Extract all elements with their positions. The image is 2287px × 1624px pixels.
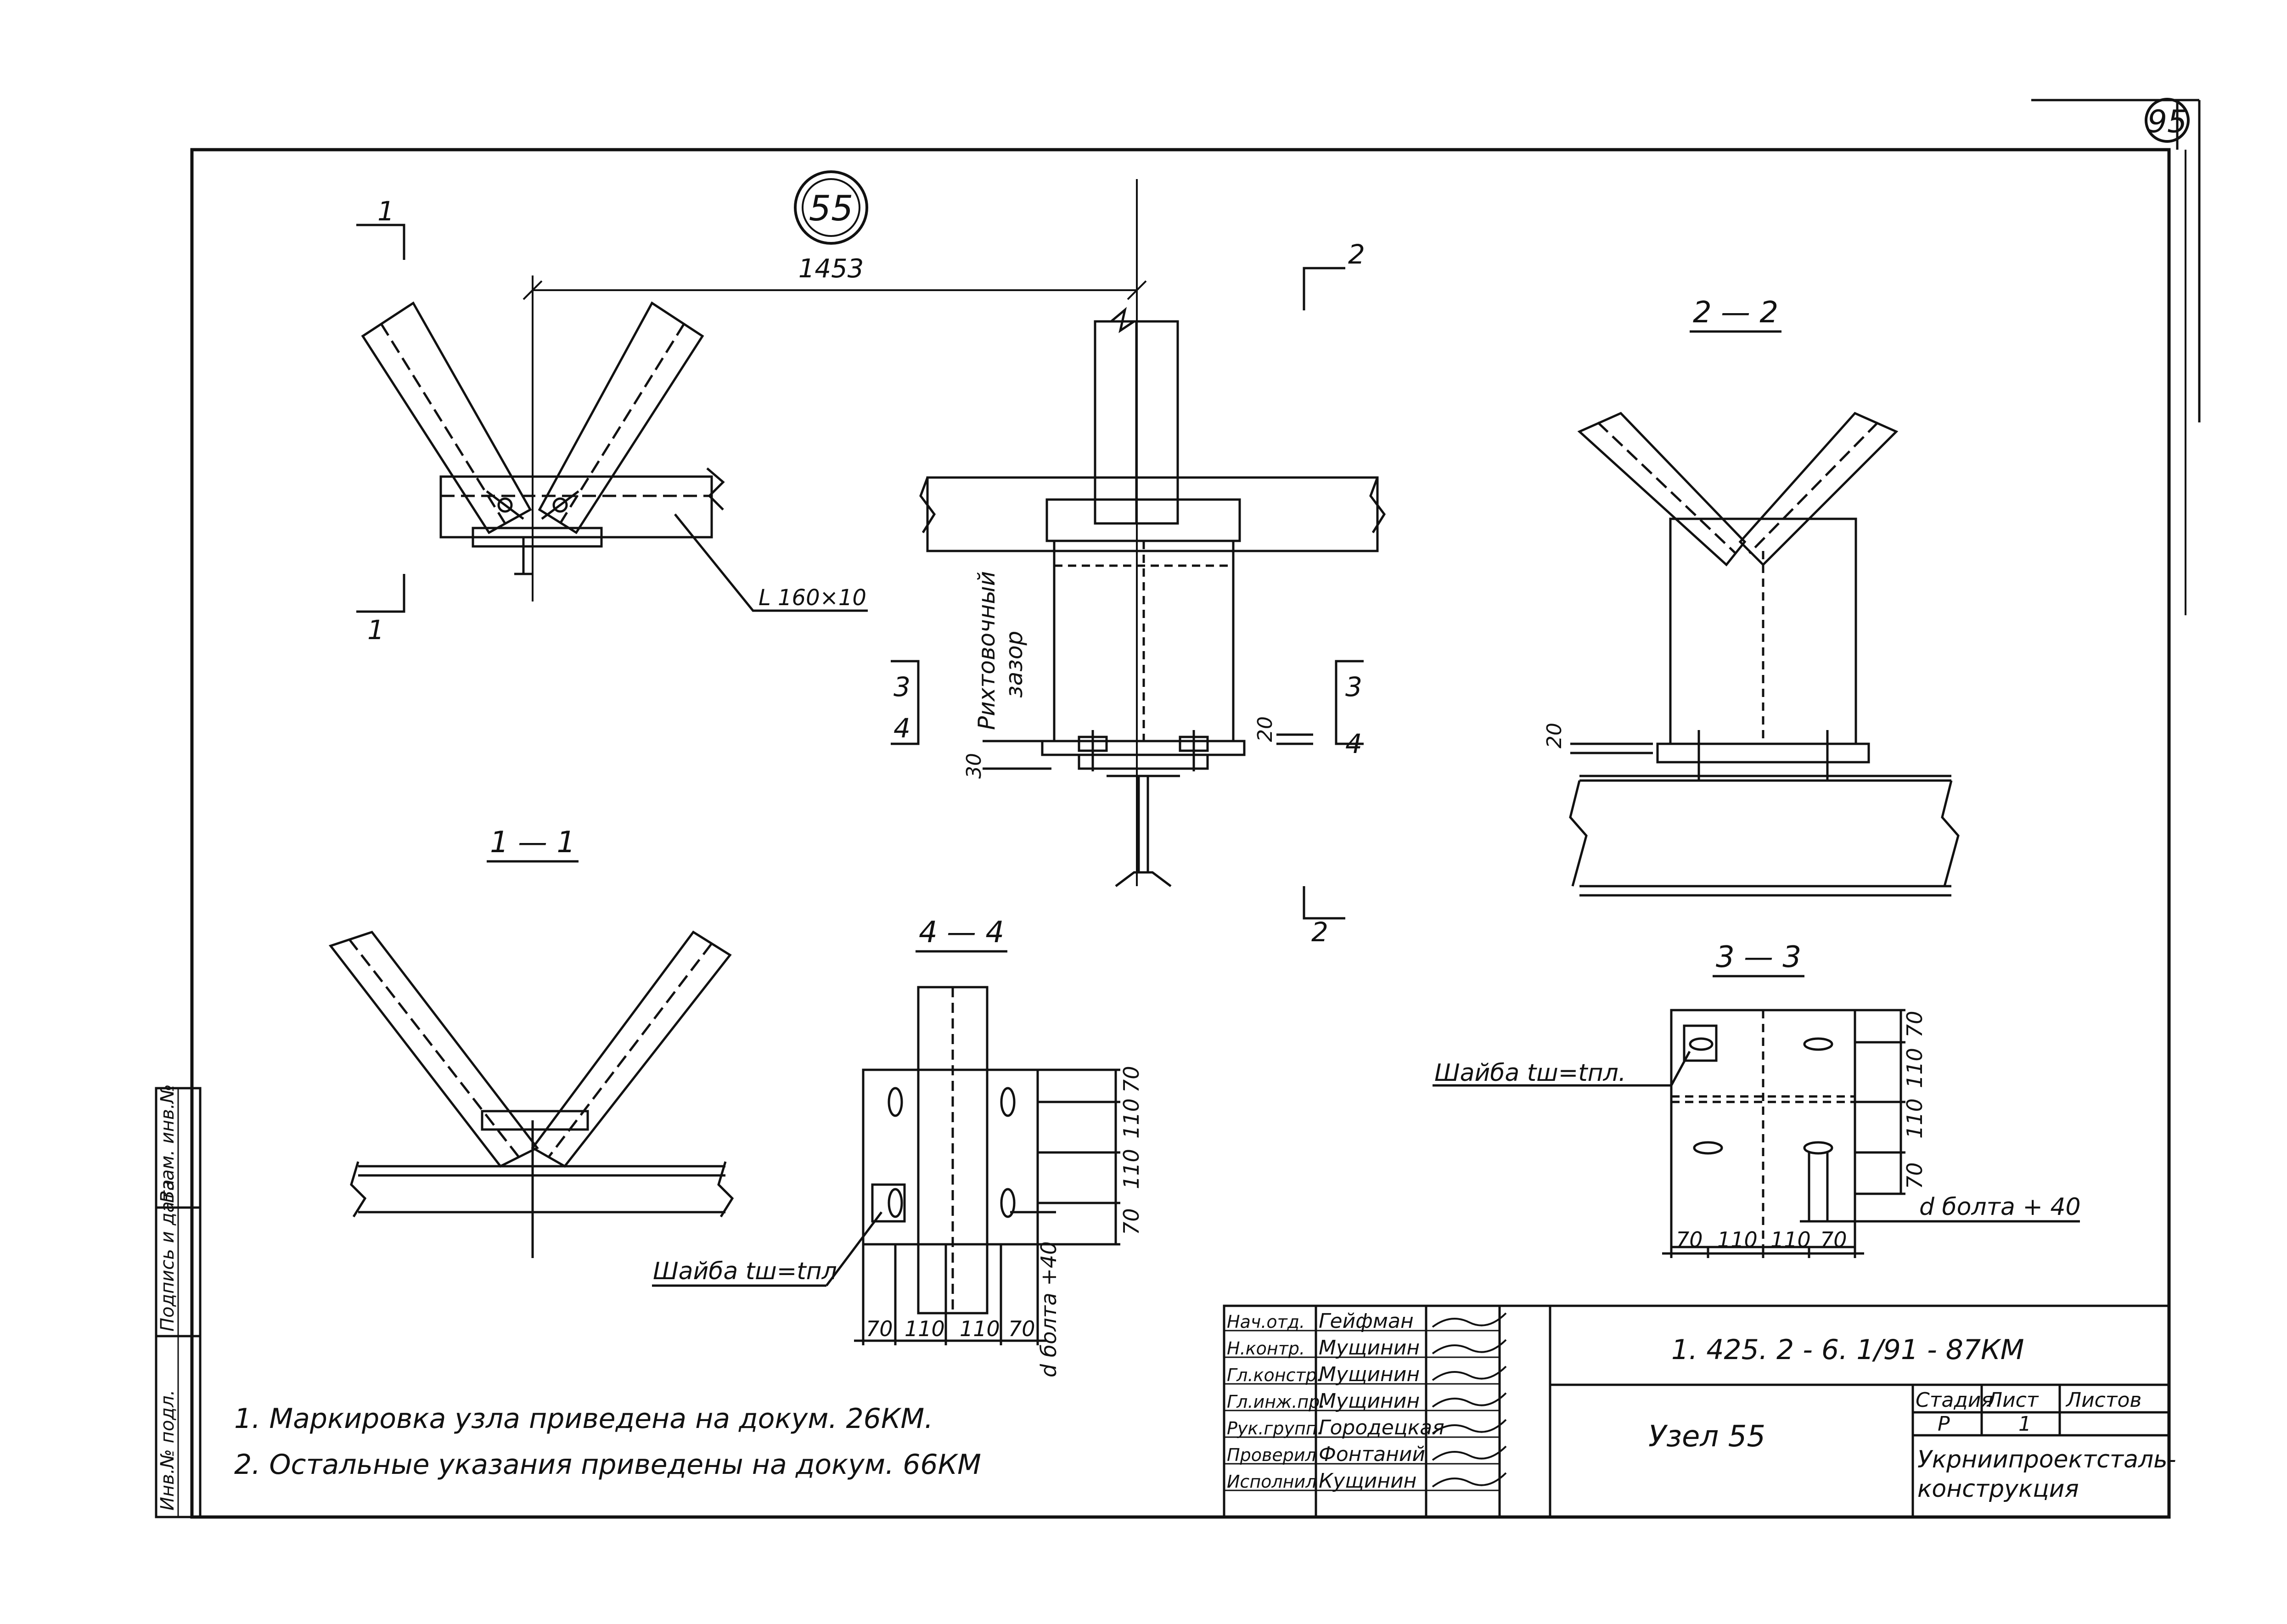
dim-44-right-0: 70 <box>1119 1066 1144 1093</box>
dim-44-right-3: 70 <box>1119 1208 1144 1235</box>
note-1: 1. Маркировка узла приведена на докум. 2… <box>234 1403 933 1435</box>
section-mark-3-right: 3 <box>1345 671 1362 702</box>
dimension-1453: 1453 <box>798 254 864 284</box>
name-2: Мущинин <box>1319 1363 1420 1386</box>
dim-33-bottom-3: 70 <box>1820 1227 1847 1252</box>
dim-44-bottom-3: 70 <box>1008 1316 1035 1341</box>
stamp-replace-inv: Взам. инв.№ <box>157 1084 178 1203</box>
role-4: Рук.групп. <box>1227 1418 1323 1439</box>
signatures <box>1432 1312 1507 1488</box>
sheets-header: Листов <box>2065 1388 2141 1412</box>
dim-33-bottom-2: 110 <box>1770 1227 1811 1252</box>
note-2: 2. Остальные указания приведены на докум… <box>234 1449 981 1481</box>
node-number: 55 <box>809 188 854 229</box>
document-code: 1. 425. 2 - 6. 1/91 - 87КМ <box>1671 1334 2024 1366</box>
dim-44-bottom-0: 70 <box>866 1316 893 1341</box>
dim-44-bottom-2: 110 <box>960 1316 1000 1341</box>
gap-label-line1: Рихтовочный <box>973 571 1000 730</box>
section-2-2 <box>1569 411 1960 897</box>
dim-44-right-1: 110 <box>1119 1098 1144 1139</box>
role-2: Гл.констр. <box>1227 1365 1322 1385</box>
section-title-3-3: 3 — 3 <box>1716 940 1801 974</box>
section-mark-1-bottom: 1 <box>367 614 384 646</box>
role-5: Проверил <box>1227 1445 1316 1465</box>
section-title-4-4: 4 — 4 <box>919 916 1004 950</box>
stage-value: Р <box>1938 1412 1950 1436</box>
title-block <box>1223 1304 2170 1518</box>
gap-label-line2: зазор <box>1001 631 1028 698</box>
name-1: Мущинин <box>1319 1336 1420 1360</box>
organization-line-2: конструкция <box>1917 1475 2079 1503</box>
organization-line-1: Укрниипроектсталь- <box>1917 1446 2176 1473</box>
dim-33-right-2: 110 <box>1902 1098 1927 1139</box>
stamp-inv-no: Инв.№ подл. <box>157 1390 178 1511</box>
role-6: Исполнил <box>1227 1472 1317 1492</box>
sheet-number-text: 95 <box>2147 104 2187 140</box>
washer-label-3-3: Шайба tш=tпл. <box>1434 1059 1626 1087</box>
section-mark-2-bottom: 2 <box>1311 916 1328 948</box>
role-0: Нач.отд. <box>1227 1312 1305 1332</box>
section-title-1-1: 1 — 1 <box>490 826 575 860</box>
dim-44-right-2: 110 <box>1119 1149 1144 1189</box>
stamp-signature-date: Подпись и дата <box>157 1180 178 1332</box>
section-mark-4-right: 4 <box>1345 728 1362 759</box>
section-mark-1-top: 1 <box>377 196 394 227</box>
washer-label-4-4: Шайба tш=tпл <box>653 1258 837 1285</box>
bolt-d-label-3-3: d болта + 40 <box>1919 1193 2081 1221</box>
dim-33-right-1: 110 <box>1902 1048 1927 1088</box>
angle-profile-label: L 160×10 <box>759 585 866 611</box>
left-stamp: Инв.№ подл. Подпись и дата Взам. инв.№ <box>155 1084 202 1518</box>
dim-33-right-0: 70 <box>1902 1011 1927 1038</box>
section-mark-4-left: 4 <box>893 713 910 744</box>
drawing-title: Узел 55 <box>1648 1420 1765 1454</box>
section-title-2-2: 2 — 2 <box>1693 296 1778 330</box>
section-4-4 <box>652 986 1120 1345</box>
dim-20-main: 20 <box>1253 716 1277 742</box>
name-3: Мущинин <box>1319 1389 1420 1413</box>
section-mark-2-top: 2 <box>1348 239 1365 270</box>
sheet-frame <box>190 99 2201 1519</box>
section-3-3 <box>1433 1009 2080 1258</box>
dim-30-main: 30 <box>962 753 986 779</box>
name-4: Городецкая <box>1319 1416 1444 1439</box>
stage-header: Стадия <box>1916 1388 1993 1412</box>
dim-44-bottom-1: 110 <box>905 1316 945 1341</box>
main-elevation <box>891 267 1386 920</box>
dim-33-right-3: 70 <box>1902 1162 1927 1189</box>
bolt-d-label-4-4: d болта +40 <box>1036 1242 1061 1377</box>
dim-33-bottom-1: 110 <box>1717 1227 1758 1252</box>
role-1: Н.контр. <box>1227 1338 1305 1359</box>
section-mark-3-left: 3 <box>893 671 910 702</box>
name-0: Гейфман <box>1319 1309 1414 1333</box>
sheet-value: 1 <box>2018 1412 2031 1436</box>
node-marker: 55 <box>794 170 868 245</box>
top-dimension <box>523 179 1147 886</box>
name-5: Фонтаний <box>1319 1443 1425 1466</box>
name-6: Кущинин <box>1319 1469 1416 1493</box>
role-3: Гл.инж.пр. <box>1227 1392 1325 1412</box>
dim-33-bottom-0: 70 <box>1676 1227 1703 1252</box>
plan-view <box>356 224 868 613</box>
dim-20-section-2-2: 20 <box>1543 723 1566 748</box>
sheet-header: Лист <box>1986 1388 2039 1412</box>
sheet-number: 95 <box>2145 98 2190 143</box>
section-1-1 <box>328 930 734 1258</box>
